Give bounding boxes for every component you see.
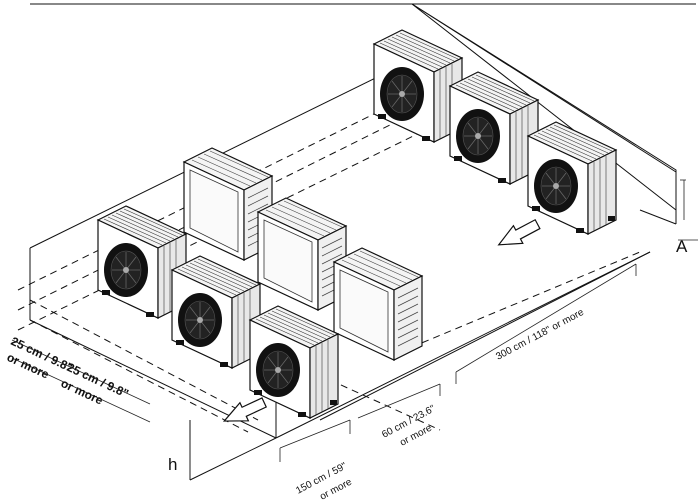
outdoor-ac-unit-icon [449,71,539,185]
outdoor-ac-unit-rear-view-icon [333,247,423,361]
height-markers [189,179,698,480]
dimension-lines [11,263,637,462]
airflow-arrow-left-front [219,392,269,431]
height-label-h: h [168,455,177,474]
outdoor-ac-unit-icon [527,121,617,235]
airflow-arrow-right [493,214,543,255]
height-label-a: A [676,237,688,256]
dim-depth: 300 cm / 118" or more [494,307,586,363]
outdoor-ac-unit-rear-view-icon [257,197,347,311]
outdoor-ac-unit-icon [171,255,261,369]
